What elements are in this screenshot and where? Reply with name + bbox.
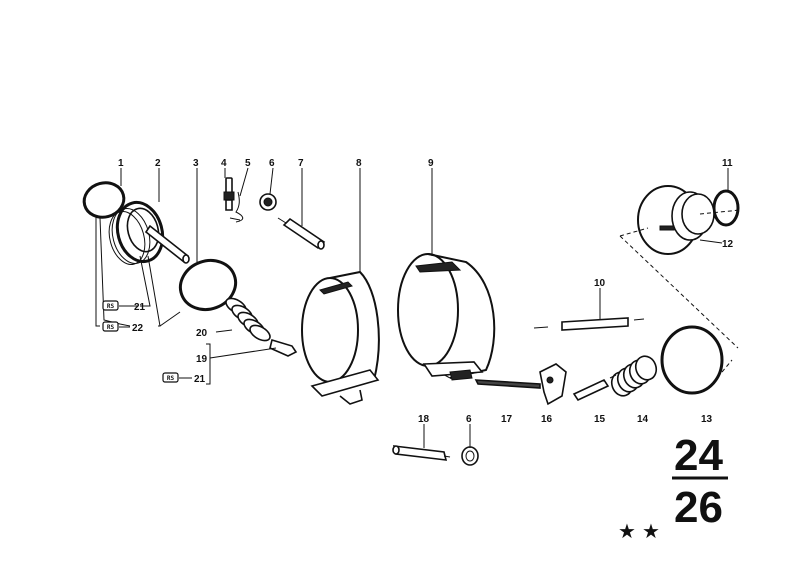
part-19-link-plate: [269, 338, 298, 357]
callout-16: 16: [541, 414, 553, 425]
group-number-bottom: 26: [674, 483, 723, 532]
star-icon: ★: [618, 519, 636, 543]
part-16-lever: [539, 363, 567, 406]
callout-13: 13: [701, 414, 713, 425]
callout-17: 17: [501, 414, 513, 425]
badge-text: RS: [167, 375, 175, 382]
part-13-o-ring: [660, 325, 724, 395]
star-icon: ★: [642, 519, 660, 543]
part-5-clip: [229, 191, 244, 223]
callout-21-lower: 21: [194, 374, 206, 385]
badge-text: RS: [107, 303, 115, 310]
callout-3: 3: [193, 158, 199, 169]
callout-6: 6: [269, 158, 275, 169]
callout-8: 8: [356, 158, 362, 169]
callout-6-lower: 6: [466, 414, 472, 425]
callout-19: 19: [196, 354, 208, 365]
callout-14: 14: [637, 414, 649, 425]
part-4-bleed-screw: [223, 177, 235, 211]
callout-7: 7: [298, 158, 304, 169]
part-6-nut: [259, 193, 277, 211]
callout-21-upper: 21: [134, 302, 146, 313]
part-2-piston: [108, 200, 190, 265]
badge-text: RS: [107, 324, 115, 331]
part-6-nut-lower: [461, 446, 479, 466]
part-20-spring: [225, 297, 271, 342]
callout-9: 9: [428, 158, 434, 169]
callout-11: 11: [722, 158, 733, 169]
part-1-o-ring: [82, 181, 126, 219]
callout-4: 4: [221, 158, 227, 169]
callout-12: 12: [722, 239, 734, 250]
part-15-pin: [572, 374, 617, 402]
callout-20: 20: [196, 328, 208, 339]
badge-21-upper: RS: [102, 300, 119, 311]
part-18-pin: [392, 445, 451, 461]
badge-21-lower: RS: [162, 372, 179, 383]
callout-15: 15: [594, 414, 606, 425]
callout-1: 1: [118, 158, 124, 169]
part-11-ring: [712, 189, 740, 227]
part-8-brake-band: [301, 270, 380, 405]
callout-22: 22: [132, 323, 144, 334]
callout-5: 5: [245, 158, 251, 169]
badge-22: RS: [102, 321, 119, 332]
part-7-pin: [277, 217, 326, 250]
part-17-strut: [474, 379, 541, 389]
callout-10: 10: [594, 278, 606, 289]
callout-18: 18: [418, 414, 430, 425]
callout-2: 2: [155, 158, 161, 169]
part-12-piston-housing: [637, 185, 715, 255]
part-10-pin: [533, 317, 645, 331]
part-9-brake-band: [397, 253, 496, 381]
part-3-seal-ring: [178, 258, 238, 312]
group-number-top: 24: [674, 431, 723, 480]
part-14-spring: [610, 355, 658, 397]
